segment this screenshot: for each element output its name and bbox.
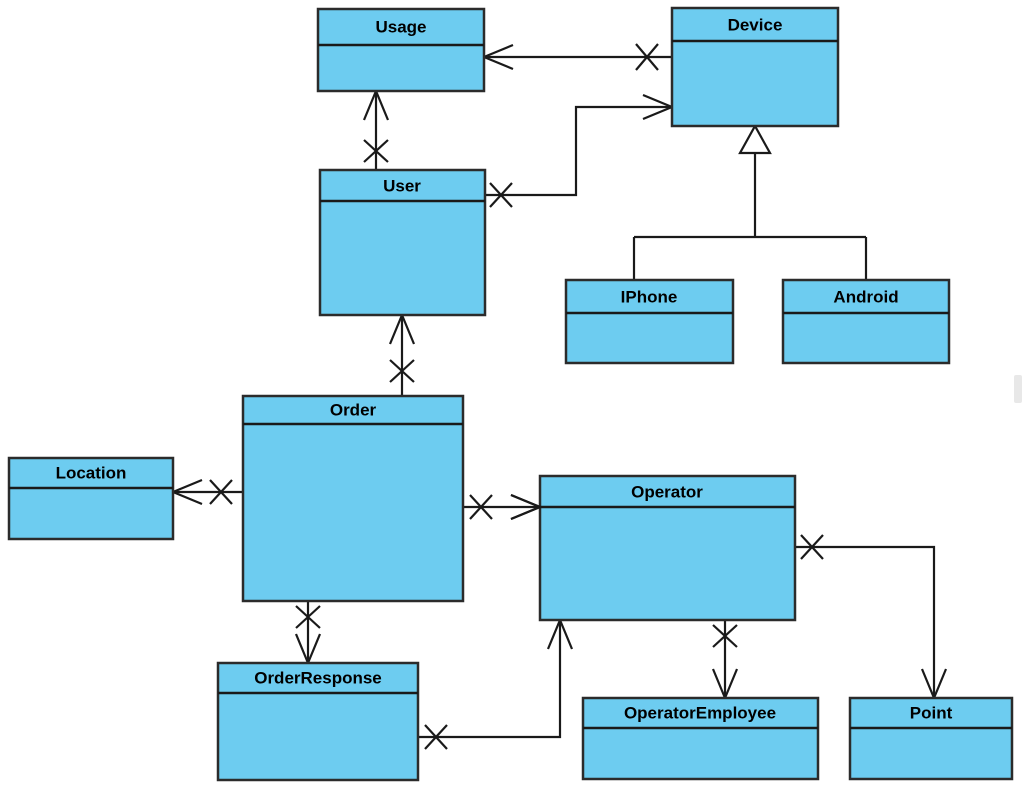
crowsfoot-arrow-icon xyxy=(642,93,673,121)
class-rect xyxy=(316,7,486,93)
relationship-operator-point[interactable] xyxy=(795,534,948,699)
class-box-usage[interactable]: Usage xyxy=(316,7,486,93)
class-box-android[interactable]: Android xyxy=(781,278,951,365)
class-name-label: OperatorEmployee xyxy=(624,703,776,722)
class-name-label: Location xyxy=(56,463,127,482)
crowsfoot-arrow-icon xyxy=(294,633,322,664)
edge-line xyxy=(795,545,936,698)
one-mandatory-icon xyxy=(712,624,738,648)
class-rect xyxy=(318,168,487,317)
one-mandatory-icon xyxy=(635,43,659,71)
class-box-iphone[interactable]: IPhone xyxy=(564,278,735,365)
class-rect xyxy=(670,6,840,128)
relationship-generalization-device[interactable] xyxy=(632,123,868,280)
crowsfoot-arrow-icon xyxy=(388,314,416,345)
marker-overlay-layer xyxy=(510,493,541,521)
relationship-user-device[interactable] xyxy=(485,93,673,208)
relationship-operator-operatoremployee[interactable] xyxy=(711,620,739,699)
class-name-label: Point xyxy=(910,703,953,722)
one-mandatory-icon xyxy=(295,605,321,629)
class-rect xyxy=(241,394,465,603)
relationship-layer xyxy=(172,43,948,750)
class-box-location[interactable]: Location xyxy=(7,456,175,541)
relationship-order-user[interactable] xyxy=(388,314,416,396)
class-name-label: Operator xyxy=(631,482,703,501)
class-box-operator[interactable]: Operator xyxy=(538,474,797,622)
class-name-label: User xyxy=(383,176,421,195)
class-layer: Usage Device User IPhone xyxy=(7,6,1014,782)
generalization-triangle-icon xyxy=(738,123,772,155)
class-rect xyxy=(781,278,951,365)
class-box-device[interactable]: Device xyxy=(670,6,840,128)
class-rect xyxy=(216,661,420,782)
class-box-order[interactable]: Order xyxy=(241,394,465,603)
class-box-operatoremployee[interactable]: OperatorEmployee xyxy=(581,696,820,781)
crowsfoot-arrow-icon xyxy=(483,43,514,71)
class-rect xyxy=(564,278,735,365)
scrollbar-artifact xyxy=(1014,375,1022,403)
relationship-user-usage[interactable] xyxy=(362,90,390,170)
class-name-label: OrderResponse xyxy=(254,668,382,687)
one-mandatory-icon xyxy=(363,139,389,163)
crowsfoot-arrow-icon xyxy=(546,619,574,650)
class-box-orderresponse[interactable]: OrderResponse xyxy=(216,661,420,782)
class-name-label: Device xyxy=(728,15,783,34)
one-mandatory-icon xyxy=(424,724,448,750)
edge-line xyxy=(485,105,672,197)
one-mandatory-icon xyxy=(489,182,513,208)
class-name-label: Usage xyxy=(375,17,426,36)
crowsfoot-arrow-icon-overlay xyxy=(510,493,541,521)
class-rect xyxy=(7,456,175,541)
class-rect xyxy=(848,696,1014,781)
class-rect xyxy=(581,696,820,781)
class-rect xyxy=(538,474,797,622)
relationship-order-orderresponse[interactable] xyxy=(294,601,322,664)
class-name-label: IPhone xyxy=(621,287,678,306)
one-mandatory-icon xyxy=(469,494,493,520)
class-name-label: Android xyxy=(833,287,898,306)
class-box-user[interactable]: User xyxy=(318,168,487,317)
crowsfoot-arrow-icon xyxy=(172,478,203,506)
one-mandatory-icon xyxy=(209,479,233,505)
relationship-orderresponse-operator[interactable] xyxy=(418,619,574,750)
crowsfoot-arrow-icon xyxy=(362,90,390,121)
relationship-order-operator[interactable] xyxy=(463,493,541,521)
crowsfoot-arrow-icon xyxy=(711,668,739,699)
edge-line xyxy=(418,620,562,739)
relationship-order-location[interactable] xyxy=(172,478,243,506)
class-box-point[interactable]: Point xyxy=(848,696,1014,781)
one-mandatory-icon xyxy=(389,359,415,383)
crowsfoot-arrow-icon xyxy=(920,668,948,699)
one-mandatory-icon xyxy=(800,534,824,560)
relationship-device-usage[interactable] xyxy=(483,43,672,71)
class-name-label: Order xyxy=(330,400,377,419)
